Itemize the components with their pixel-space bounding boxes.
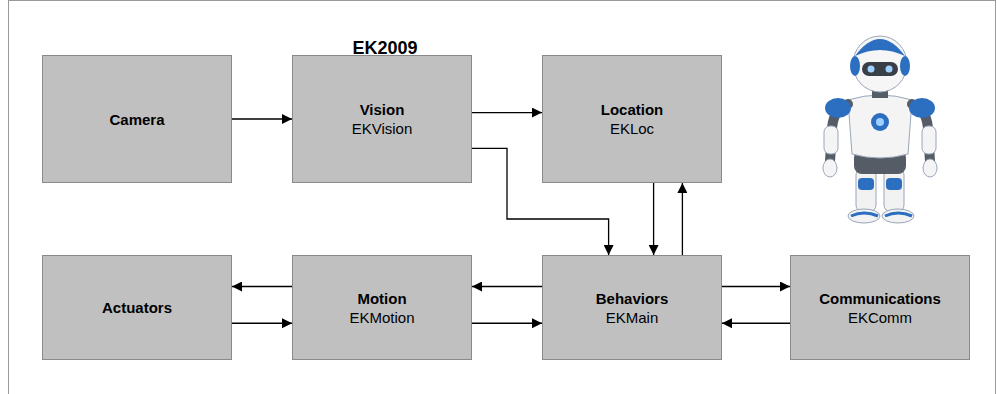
process-box: CommunicationsEKComm <box>790 255 970 360</box>
connector-arrow <box>232 323 292 324</box>
nao-robot <box>823 36 937 223</box>
connector-arrow <box>232 118 292 119</box>
module-name: EKVision <box>352 119 413 138</box>
process-box: BehaviorsEKMain <box>542 255 722 360</box>
box-heading: Behaviors <box>596 289 669 308</box>
connector-arrow <box>722 323 790 324</box>
box-heading: Communications <box>819 289 941 308</box>
connector-arrow <box>722 286 790 287</box>
box-heading: Actuators <box>102 298 172 317</box>
box-heading: Camera <box>109 110 164 129</box>
connector-arrow <box>472 286 542 287</box>
connector-arrow <box>682 183 683 255</box>
process-box: Actuators <box>42 255 232 360</box>
module-name: EKMotion <box>349 308 414 327</box>
process-box: Camera <box>42 55 232 183</box>
process-box: LocationEKLoc <box>542 55 722 183</box>
module-name: EKMain <box>606 308 659 327</box>
box-heading: Motion <box>357 289 406 308</box>
module-name: EKLoc <box>610 119 654 138</box>
process-box: VisionEKVision <box>292 55 472 183</box>
frame-border <box>9 1 996 394</box>
process-box: MotionEKMotion <box>292 255 472 360</box>
connector-arrow <box>472 323 542 324</box>
connector-arrow <box>653 183 654 255</box>
connector-arrow <box>232 286 292 287</box>
box-heading: Vision <box>360 100 405 119</box>
connector-arrow <box>472 112 542 113</box>
module-name: EKComm <box>848 308 912 327</box>
box-heading: Location <box>601 100 664 119</box>
